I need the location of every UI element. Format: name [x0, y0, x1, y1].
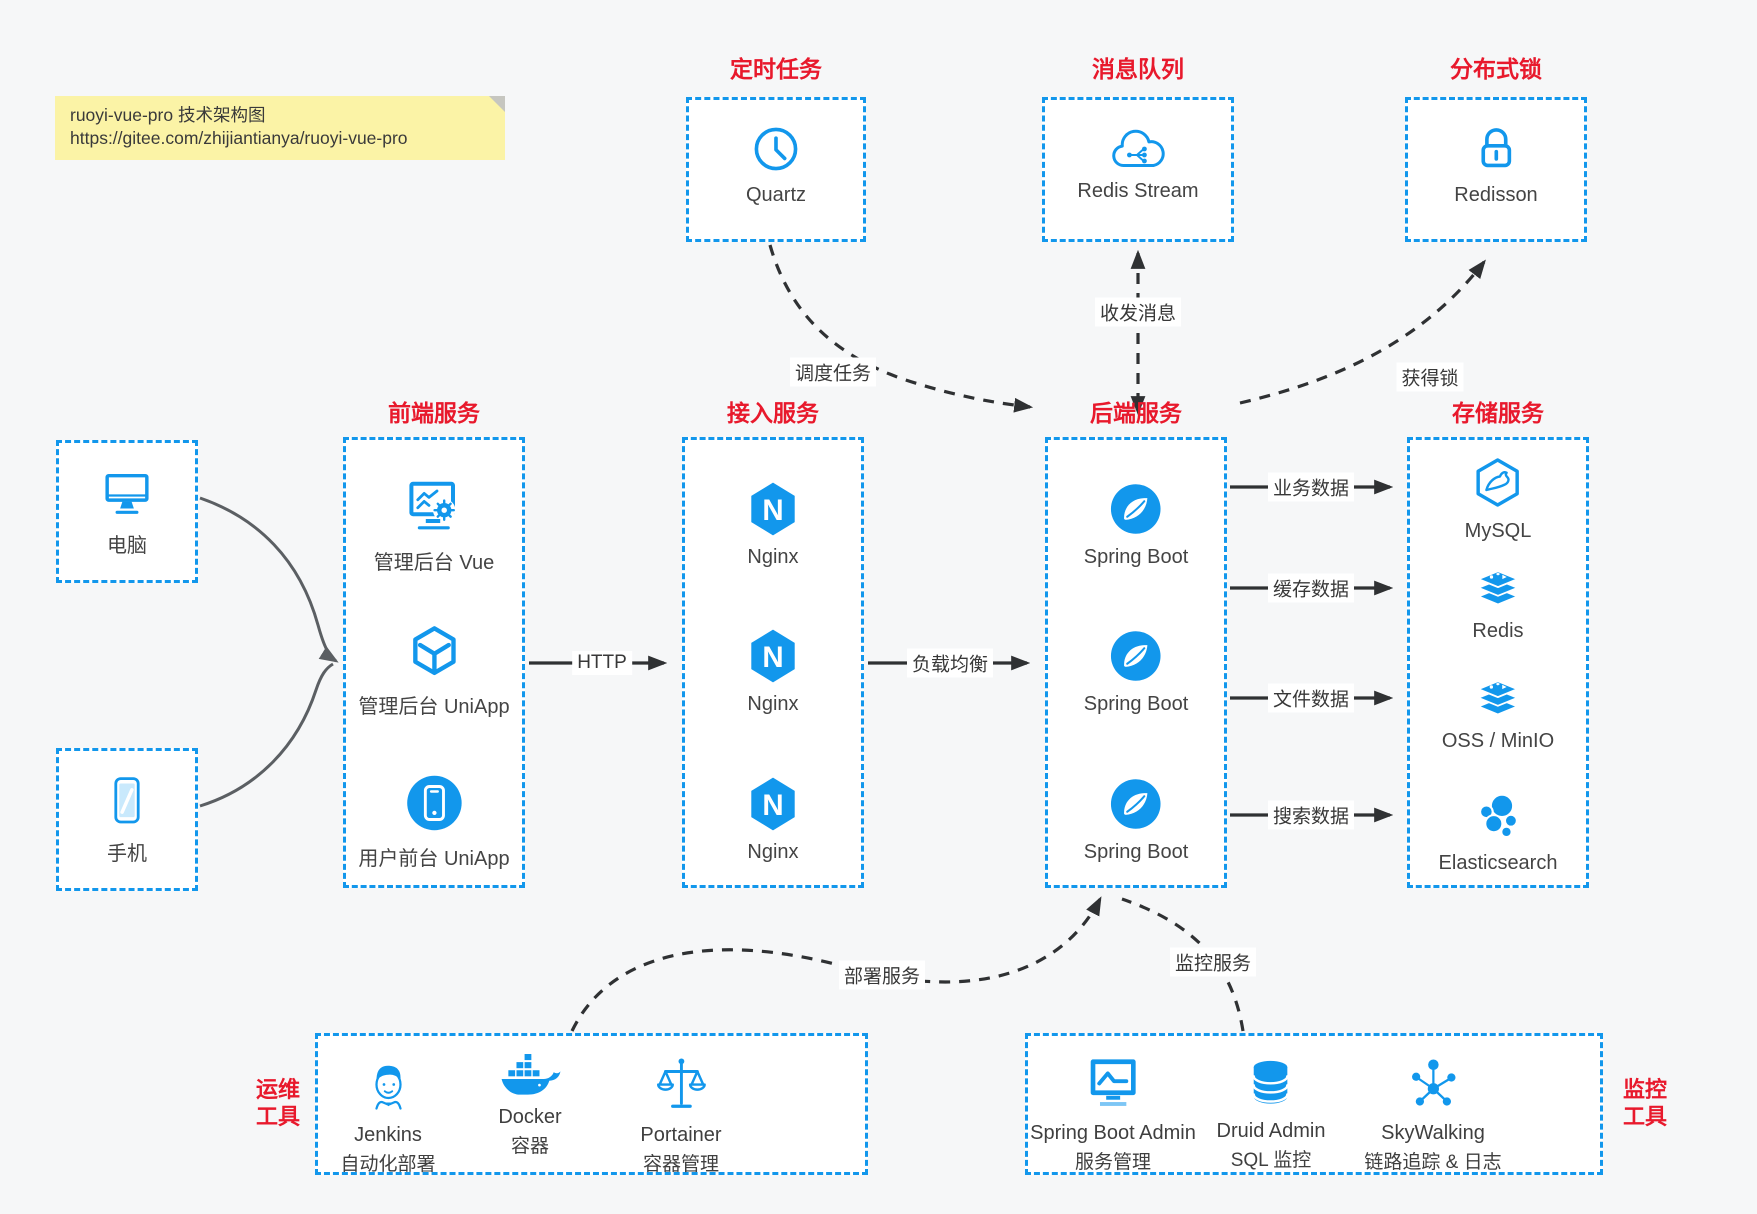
uniapp-cube-icon	[412, 626, 456, 676]
business-data-label: 业务数据	[1267, 472, 1355, 502]
redis-icon	[1477, 570, 1519, 606]
group-title-storage: 存储服务	[1452, 400, 1544, 426]
nginx-icon: N	[751, 629, 795, 683]
load-balance-label: 负载均衡	[906, 648, 994, 678]
spring-boot-icon	[1111, 631, 1161, 681]
jenkins-desc: 自动化部署	[340, 1154, 436, 1175]
wire-deploy	[570, 896, 1102, 1032]
phone-icon	[114, 777, 140, 824]
portainer-label: Portainer	[640, 1124, 722, 1146]
spring-boot-label: Spring Boot	[1083, 693, 1189, 715]
schedule-label: 调度任务	[789, 357, 877, 387]
monitor-label: 监控服务	[1169, 947, 1257, 977]
mysql-icon	[1476, 458, 1520, 507]
docker-desc: 容器	[510, 1136, 549, 1157]
redis-stream-label: Redis Stream	[1077, 180, 1199, 202]
message-label: 收发消息	[1094, 297, 1182, 327]
box-backend-services: Spring Boot Spring Boot Spring Boot	[1045, 437, 1227, 888]
monitor-tools-title: 监控 工具	[1622, 1077, 1667, 1129]
skywalking-label: SkyWalking	[1381, 1122, 1485, 1144]
clock-icon	[754, 127, 798, 171]
ops-tools-title: 运维 工具	[255, 1077, 300, 1129]
group-title-access: 接入服务	[727, 400, 819, 426]
admin-vue-icon	[409, 481, 456, 530]
oss-minio-label: OSS / MinIO	[1441, 730, 1555, 752]
group-title-message-queue: 消息队列	[1092, 56, 1184, 82]
note-title: ruoyi-vue-pro 技术架构图	[70, 105, 266, 125]
spring-boot-admin-label: Spring Boot Admin	[1030, 1122, 1196, 1144]
svg-text:N: N	[762, 494, 783, 527]
deploy-label: 部署服务	[838, 960, 926, 990]
wire-pc-to-frontend	[199, 496, 339, 663]
user-uniapp-label: 用户前台 UniApp	[358, 848, 510, 870]
mysql-label: MySQL	[1464, 520, 1532, 542]
wire-phone-to-frontend	[199, 662, 334, 808]
svg-text:N: N	[762, 789, 783, 822]
nginx-label: Nginx	[747, 841, 799, 863]
nginx-label: Nginx	[747, 546, 799, 568]
box-redis-stream: Redis Stream	[1042, 97, 1234, 242]
admin-vue-label: 管理后台 Vue	[373, 552, 495, 574]
box-monitor-tools: Spring Boot Admin 服务管理 Druid Admin SQL 监…	[1025, 1033, 1603, 1175]
spring-boot-admin-icon	[1090, 1059, 1136, 1106]
jenkins-label: Jenkins	[354, 1124, 422, 1146]
nginx-icon: N	[751, 482, 795, 536]
druid-database-icon	[1252, 1060, 1290, 1104]
jenkins-icon	[374, 1065, 402, 1110]
spring-boot-label: Spring Boot	[1083, 546, 1189, 568]
portainer-icon	[656, 1058, 706, 1108]
redisson-label: Redisson	[1454, 184, 1538, 206]
redis-label: Redis	[1472, 620, 1524, 642]
sticky-note: ruoyi-vue-pro 技术架构图 https://gitee.com/zh…	[55, 96, 505, 160]
group-title-frontend: 前端服务	[388, 400, 480, 426]
svg-text:N: N	[762, 641, 783, 674]
group-title-distributed-lock: 分布式锁	[1450, 56, 1542, 82]
docker-label: Docker	[498, 1106, 562, 1128]
skywalking-desc: 链路追踪 & 日志	[1364, 1152, 1502, 1173]
group-title-scheduled-jobs: 定时任务	[730, 56, 822, 82]
druid-admin-desc: SQL 监控	[1230, 1150, 1312, 1171]
box-access-services: N Nginx N Nginx N Nginx	[682, 437, 864, 888]
note-url: https://gitee.com/zhijiantianya/ruoyi-vu…	[70, 128, 408, 148]
cache-data-label: 缓存数据	[1267, 573, 1355, 603]
phone-label: 手机	[107, 843, 147, 865]
box-client-phone: 手机	[56, 748, 198, 891]
search-data-label: 搜索数据	[1267, 800, 1355, 830]
group-title-backend: 后端服务	[1090, 400, 1182, 426]
quartz-label: Quartz	[745, 184, 807, 206]
file-data-label: 文件数据	[1267, 683, 1355, 713]
spring-boot-admin-desc: 服务管理	[1074, 1152, 1151, 1173]
spring-boot-icon	[1111, 779, 1161, 829]
box-quartz: Quartz	[686, 97, 866, 242]
box-frontend-services: 管理后台 Vue 管理后台 UniApp 用户前台 UniApp	[343, 437, 525, 888]
box-storage-services: MySQL Redis OSS / MinIO	[1407, 437, 1589, 888]
box-redisson: Redisson	[1405, 97, 1587, 242]
user-app-icon	[406, 775, 462, 831]
box-client-pc: 电脑	[56, 440, 198, 583]
docker-icon	[501, 1054, 561, 1095]
desktop-icon	[105, 473, 149, 514]
nginx-label: Nginx	[747, 693, 799, 715]
nginx-icon: N	[751, 777, 795, 831]
oss-minio-icon	[1477, 680, 1519, 716]
lock-icon	[1481, 128, 1511, 168]
cloud-network-icon	[1111, 129, 1165, 167]
elasticsearch-label: Elasticsearch	[1438, 852, 1558, 874]
druid-admin-label: Druid Admin	[1216, 1120, 1326, 1142]
note-fold-corner	[489, 96, 505, 112]
pc-label: 电脑	[107, 535, 147, 557]
spring-boot-icon	[1111, 484, 1161, 534]
http-label: HTTP	[572, 651, 632, 675]
spring-boot-label: Spring Boot	[1083, 841, 1189, 863]
skywalking-icon	[1411, 1059, 1456, 1106]
elasticsearch-icon	[1479, 793, 1519, 839]
portainer-desc: 容器管理	[642, 1154, 719, 1175]
box-ops-tools: Jenkins 自动化部署 Docker 容器	[315, 1033, 868, 1175]
lock-label: 获得锁	[1396, 362, 1464, 392]
admin-uniapp-label: 管理后台 UniApp	[358, 696, 510, 718]
